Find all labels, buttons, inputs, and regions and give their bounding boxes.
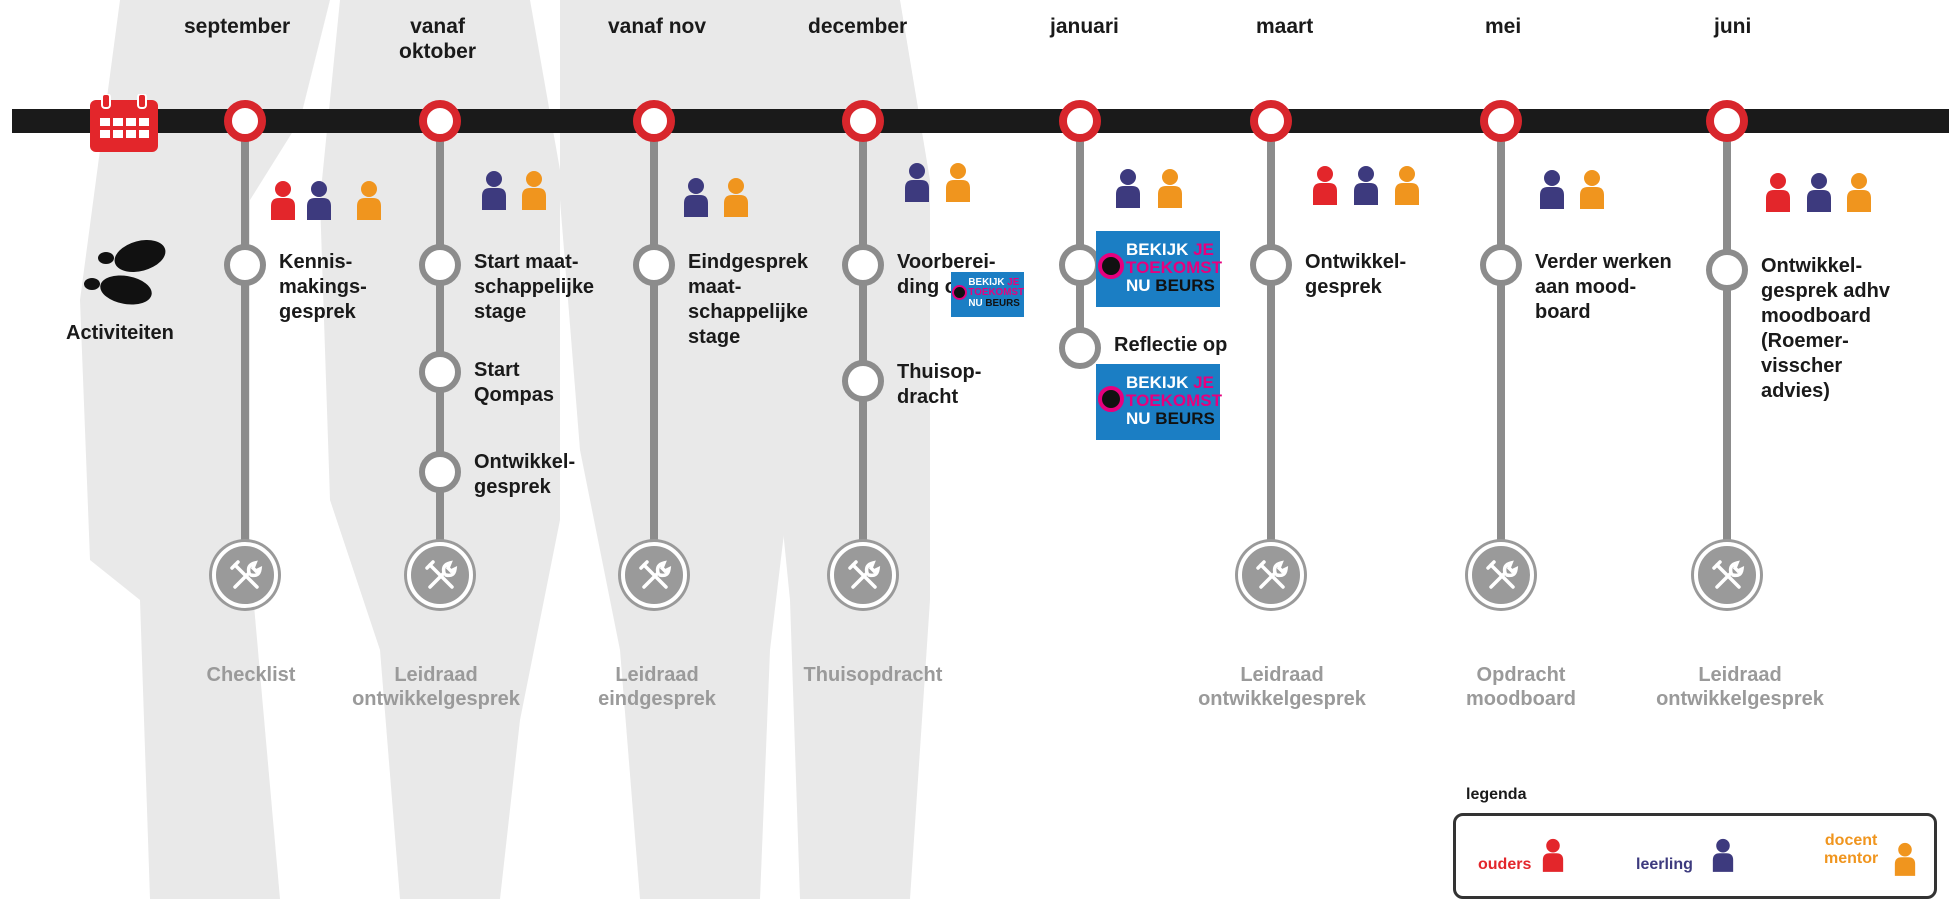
legend-icon-ouders (1542, 838, 1564, 877)
activity-text: Thuisop- dracht (897, 361, 982, 408)
timeline-node[interactable] (1059, 100, 1101, 142)
tool-label[interactable]: Leidraad ontwikkelgesprek (352, 664, 520, 710)
month-label: september (184, 15, 291, 38)
tool-label[interactable]: Opdracht moodboard (1466, 664, 1576, 710)
legend-box: ouders leerling docent mentor (1453, 813, 1937, 899)
tool-label[interactable]: Leidraad ontwikkelgesprek (1198, 664, 1366, 710)
tool-label[interactable]: Thuisopdracht (803, 664, 943, 686)
calendar-icon (88, 93, 160, 154)
tool-icon[interactable] (407, 542, 473, 608)
activity-text: Ontwikkel- gesprek (474, 451, 576, 498)
activity-node[interactable] (1059, 244, 1101, 286)
timeline-node[interactable] (1250, 100, 1292, 142)
tool-icon[interactable] (212, 542, 278, 608)
activity-node[interactable] (842, 244, 884, 286)
activity-text: Start Qompas (474, 359, 555, 406)
timeline-node[interactable] (633, 100, 675, 142)
tool-icon[interactable] (830, 542, 896, 608)
month-label: vanaf oktober (399, 15, 477, 63)
activity-node[interactable] (1480, 244, 1522, 286)
activity-node[interactable] (1706, 249, 1748, 291)
role-icon-docent-mentor (1157, 168, 1183, 208)
activity-node[interactable] (419, 451, 461, 493)
role-icon-leerling (904, 162, 930, 202)
activity-node[interactable] (1059, 327, 1101, 369)
role-icon-leerling (481, 170, 507, 210)
timeline-stem (436, 120, 444, 570)
activity-node[interactable] (419, 244, 461, 286)
activity-text: Verder werken aan mood- board (1535, 251, 1672, 323)
role-icon-docent-mentor (723, 177, 749, 217)
month-label: juni (1714, 15, 1752, 38)
footprints-icon (82, 238, 172, 310)
role-icon-docent-mentor (1579, 169, 1605, 209)
logo-eye-icon (1098, 253, 1124, 279)
activity-node[interactable] (1250, 244, 1292, 286)
activity-text: Ontwikkel- gesprek (1305, 251, 1407, 298)
timeline-node[interactable] (842, 100, 884, 142)
timeline-stem (241, 120, 249, 570)
legend-label-leerling: leerling (1636, 856, 1693, 873)
role-icon-docent-mentor (1846, 172, 1872, 212)
timeline-node[interactable] (224, 100, 266, 142)
activity-text: Kennis- makings- gesprek (279, 251, 367, 323)
activity-node[interactable] (842, 360, 884, 402)
role-icon-leerling (1539, 169, 1565, 209)
role-icon-leerling (1353, 165, 1379, 205)
role-icon-docent-mentor (1394, 165, 1420, 205)
activity-text: Reflectie op (1114, 334, 1228, 356)
role-icon-ouders (270, 180, 296, 220)
role-icon-docent-mentor (945, 162, 971, 202)
month-label: maart (1256, 15, 1314, 38)
legend-label-docent-mentor: docent mentor (1824, 832, 1879, 867)
tool-label[interactable]: Leidraad ontwikkelgesprek (1656, 664, 1824, 710)
activity-text: Ontwikkel- gesprek adhv moodboard (Roeme… (1761, 255, 1890, 402)
timeline-node[interactable] (419, 100, 461, 142)
tool-icon[interactable] (621, 542, 687, 608)
role-icon-leerling (306, 180, 332, 220)
tool-icon[interactable] (1468, 542, 1534, 608)
timeline-stem (650, 120, 658, 570)
activity-node[interactable] (633, 244, 675, 286)
activity-text: Eindgesprek maat- schappelijke stage (688, 251, 809, 348)
timeline-stem (1076, 120, 1084, 352)
activity-text: Start maat- schappelijke stage (474, 251, 595, 323)
timeline-bar (12, 109, 1949, 133)
side-label: Activiteiten (66, 322, 174, 344)
role-icon-leerling (1115, 168, 1141, 208)
month-label: vanaf nov (608, 15, 707, 38)
timeline-stem (859, 120, 867, 570)
timeline-stem (1723, 120, 1731, 570)
timeline-node[interactable] (1706, 100, 1748, 142)
timeline-stem (1267, 120, 1275, 570)
role-icon-leerling (1806, 172, 1832, 212)
month-label: januari (1050, 15, 1119, 38)
role-icon-docent-mentor (356, 180, 382, 220)
month-label: december (808, 15, 908, 38)
role-icon-docent-mentor (521, 170, 547, 210)
timeline-stem (1497, 120, 1505, 570)
tool-icon[interactable] (1238, 542, 1304, 608)
legend-title: legenda (1466, 786, 1527, 803)
activity-node[interactable] (224, 244, 266, 286)
activity-node[interactable] (419, 351, 461, 393)
timeline-node[interactable] (1480, 100, 1522, 142)
legend-icon-leerling (1712, 838, 1734, 877)
role-icon-ouders (1312, 165, 1338, 205)
legend-icon-docent-mentor (1894, 842, 1916, 881)
legend-label-ouders: ouders (1478, 856, 1532, 873)
tool-label[interactable]: Checklist (206, 664, 296, 686)
role-icon-leerling (683, 177, 709, 217)
logo-eye-icon (952, 284, 968, 300)
role-icon-ouders (1765, 172, 1791, 212)
tool-label[interactable]: Leidraad eindgesprek (598, 664, 716, 710)
month-label: mei (1485, 15, 1522, 38)
tool-icon[interactable] (1694, 542, 1760, 608)
logo-eye-icon (1098, 386, 1124, 412)
